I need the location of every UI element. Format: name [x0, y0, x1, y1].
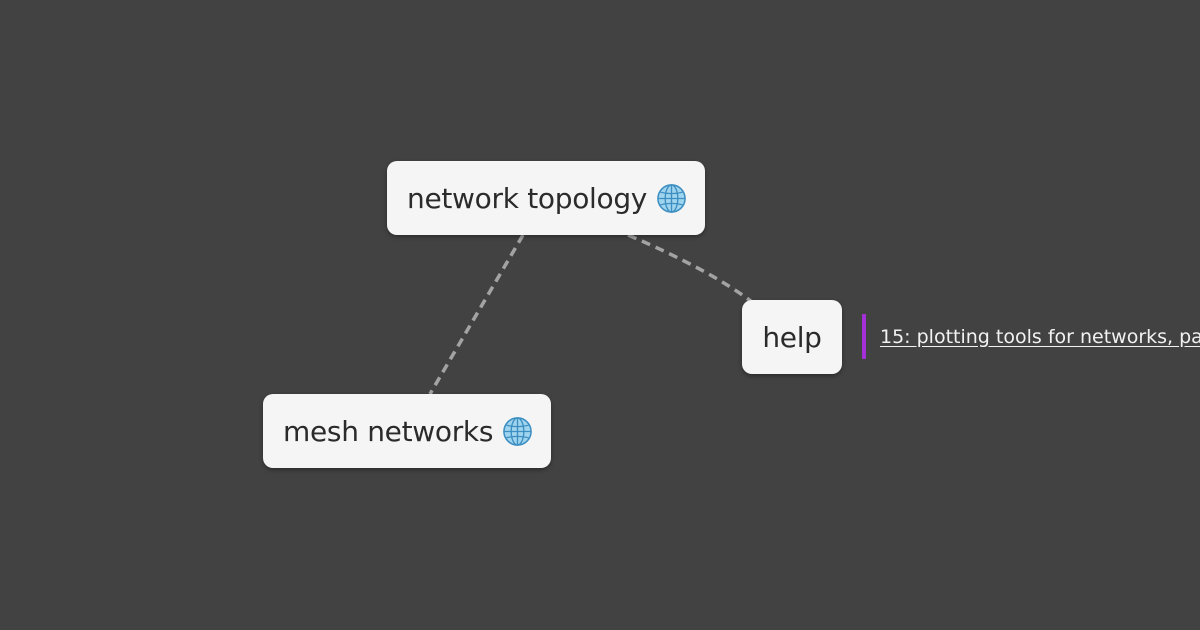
- node-mesh-networks[interactable]: mesh networks: [263, 394, 551, 468]
- node-network-topology[interactable]: network topology: [387, 161, 705, 235]
- edge-network-topology-to-help: [627, 233, 754, 304]
- node-label: network topology: [407, 181, 648, 215]
- node-help[interactable]: help: [742, 300, 842, 374]
- note-link[interactable]: 15: plotting tools for networks, pa: [880, 325, 1200, 348]
- node-label: help: [762, 320, 822, 354]
- node-label: mesh networks: [283, 414, 494, 448]
- edge-network-topology-to-mesh-networks: [428, 234, 525, 395]
- help-note: 15: plotting tools for networks, pa: [862, 314, 1200, 359]
- globe-icon: [656, 183, 687, 214]
- note-accent-bar: [862, 314, 866, 359]
- globe-icon: [502, 416, 533, 447]
